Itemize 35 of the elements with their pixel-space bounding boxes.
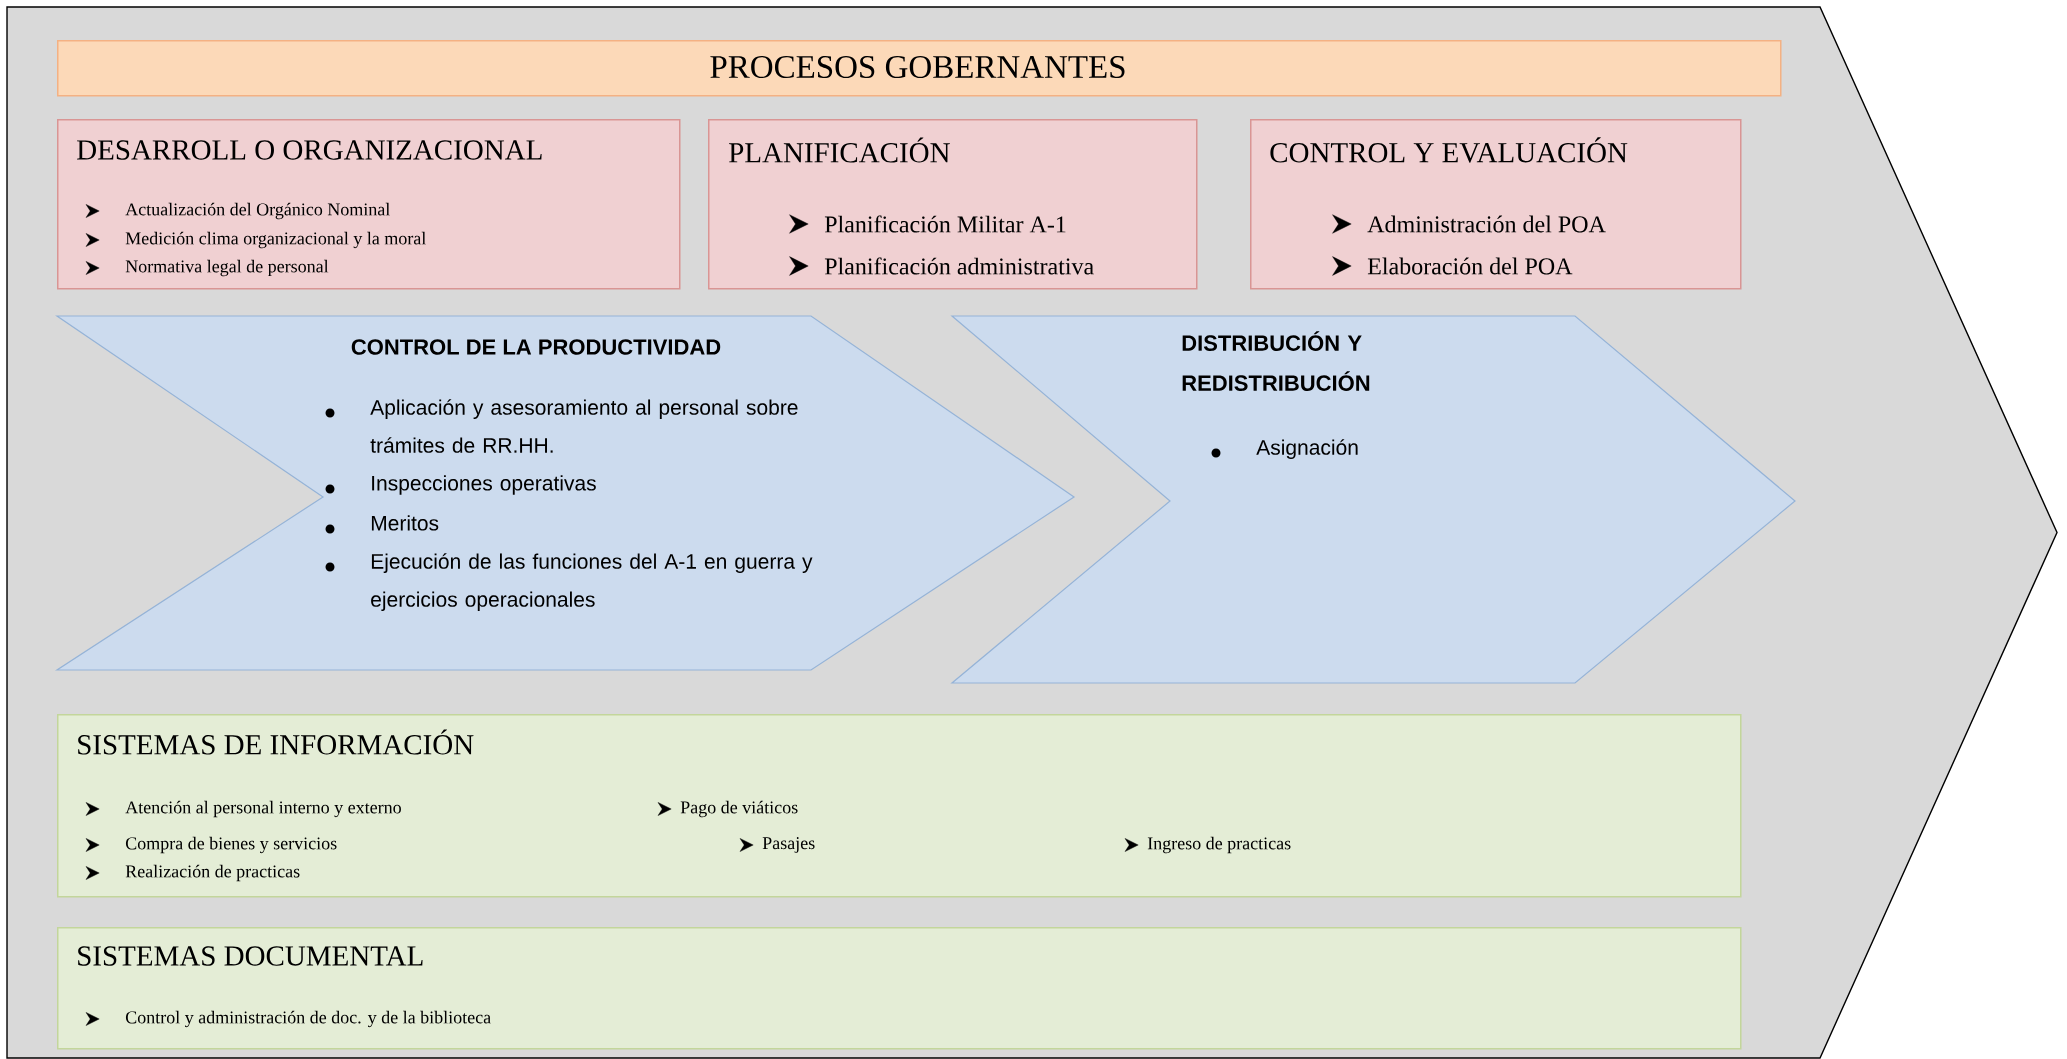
list-item: Atención al personal interno y externo (125, 800, 401, 818)
process-box (708, 119, 1198, 290)
list-item: Pago de viáticos (680, 800, 798, 818)
heading: CONTROL DE LA PRODUCTIVIDAD (351, 339, 721, 355)
list-item: Realización de practicas (125, 864, 300, 882)
list-item: Control y administración de doc. y de la biblioteca (125, 1010, 491, 1028)
list-item: Actualización del Orgánico Nominal (125, 202, 390, 220)
process-box (57, 119, 681, 290)
heading: PROCESOS GOBERNANTES (710, 55, 1125, 79)
list-item: Meritos (371, 515, 439, 531)
heading: DESARROLL O ORGANIZACIONAL (77, 140, 542, 160)
heading: SISTEMAS DE INFORMACIÓN (78, 729, 474, 755)
list-item: Pasajes (762, 837, 815, 853)
process-box (57, 714, 1742, 898)
heading: CONTROL Y EVALUACIÓN (1270, 137, 1628, 163)
process-box (1250, 119, 1742, 290)
list-item: Aplicación y asesoramiento al personal sobre trámites de RR.HH. (370, 399, 798, 453)
list-item: Planificación administrativa (824, 257, 1094, 275)
chevron-shape (950, 315, 1796, 684)
heading: PLANIFICACIÓN (729, 137, 950, 163)
list-item: Elaboración del POA (1367, 257, 1573, 275)
list-item: Inspecciones operativas (372, 475, 596, 495)
list-item: Ejecución de las funciones del A-1 en guerra y ejercicios operacionales (371, 553, 813, 611)
list-item: Administración del POA (1367, 215, 1606, 233)
process-box (57, 927, 1742, 1050)
heading: DISTRIBUCIÓN Y REDISTRIBUCIÓN (1182, 331, 1370, 391)
list-item: Planificación Militar A-1 (824, 215, 1066, 233)
list-item: Normativa legal de personal (125, 259, 329, 277)
heading: SISTEMAS DOCUMENTAL (78, 946, 423, 966)
list-item: Medición clima organizacional y la moral (125, 231, 426, 249)
list-item: Asignación (1256, 439, 1358, 459)
chevron-shape (55, 315, 1076, 671)
list-item: Compra de bienes y servicios (125, 836, 337, 854)
process-box (57, 40, 1782, 97)
list-item: Ingreso de practicas (1147, 836, 1291, 854)
